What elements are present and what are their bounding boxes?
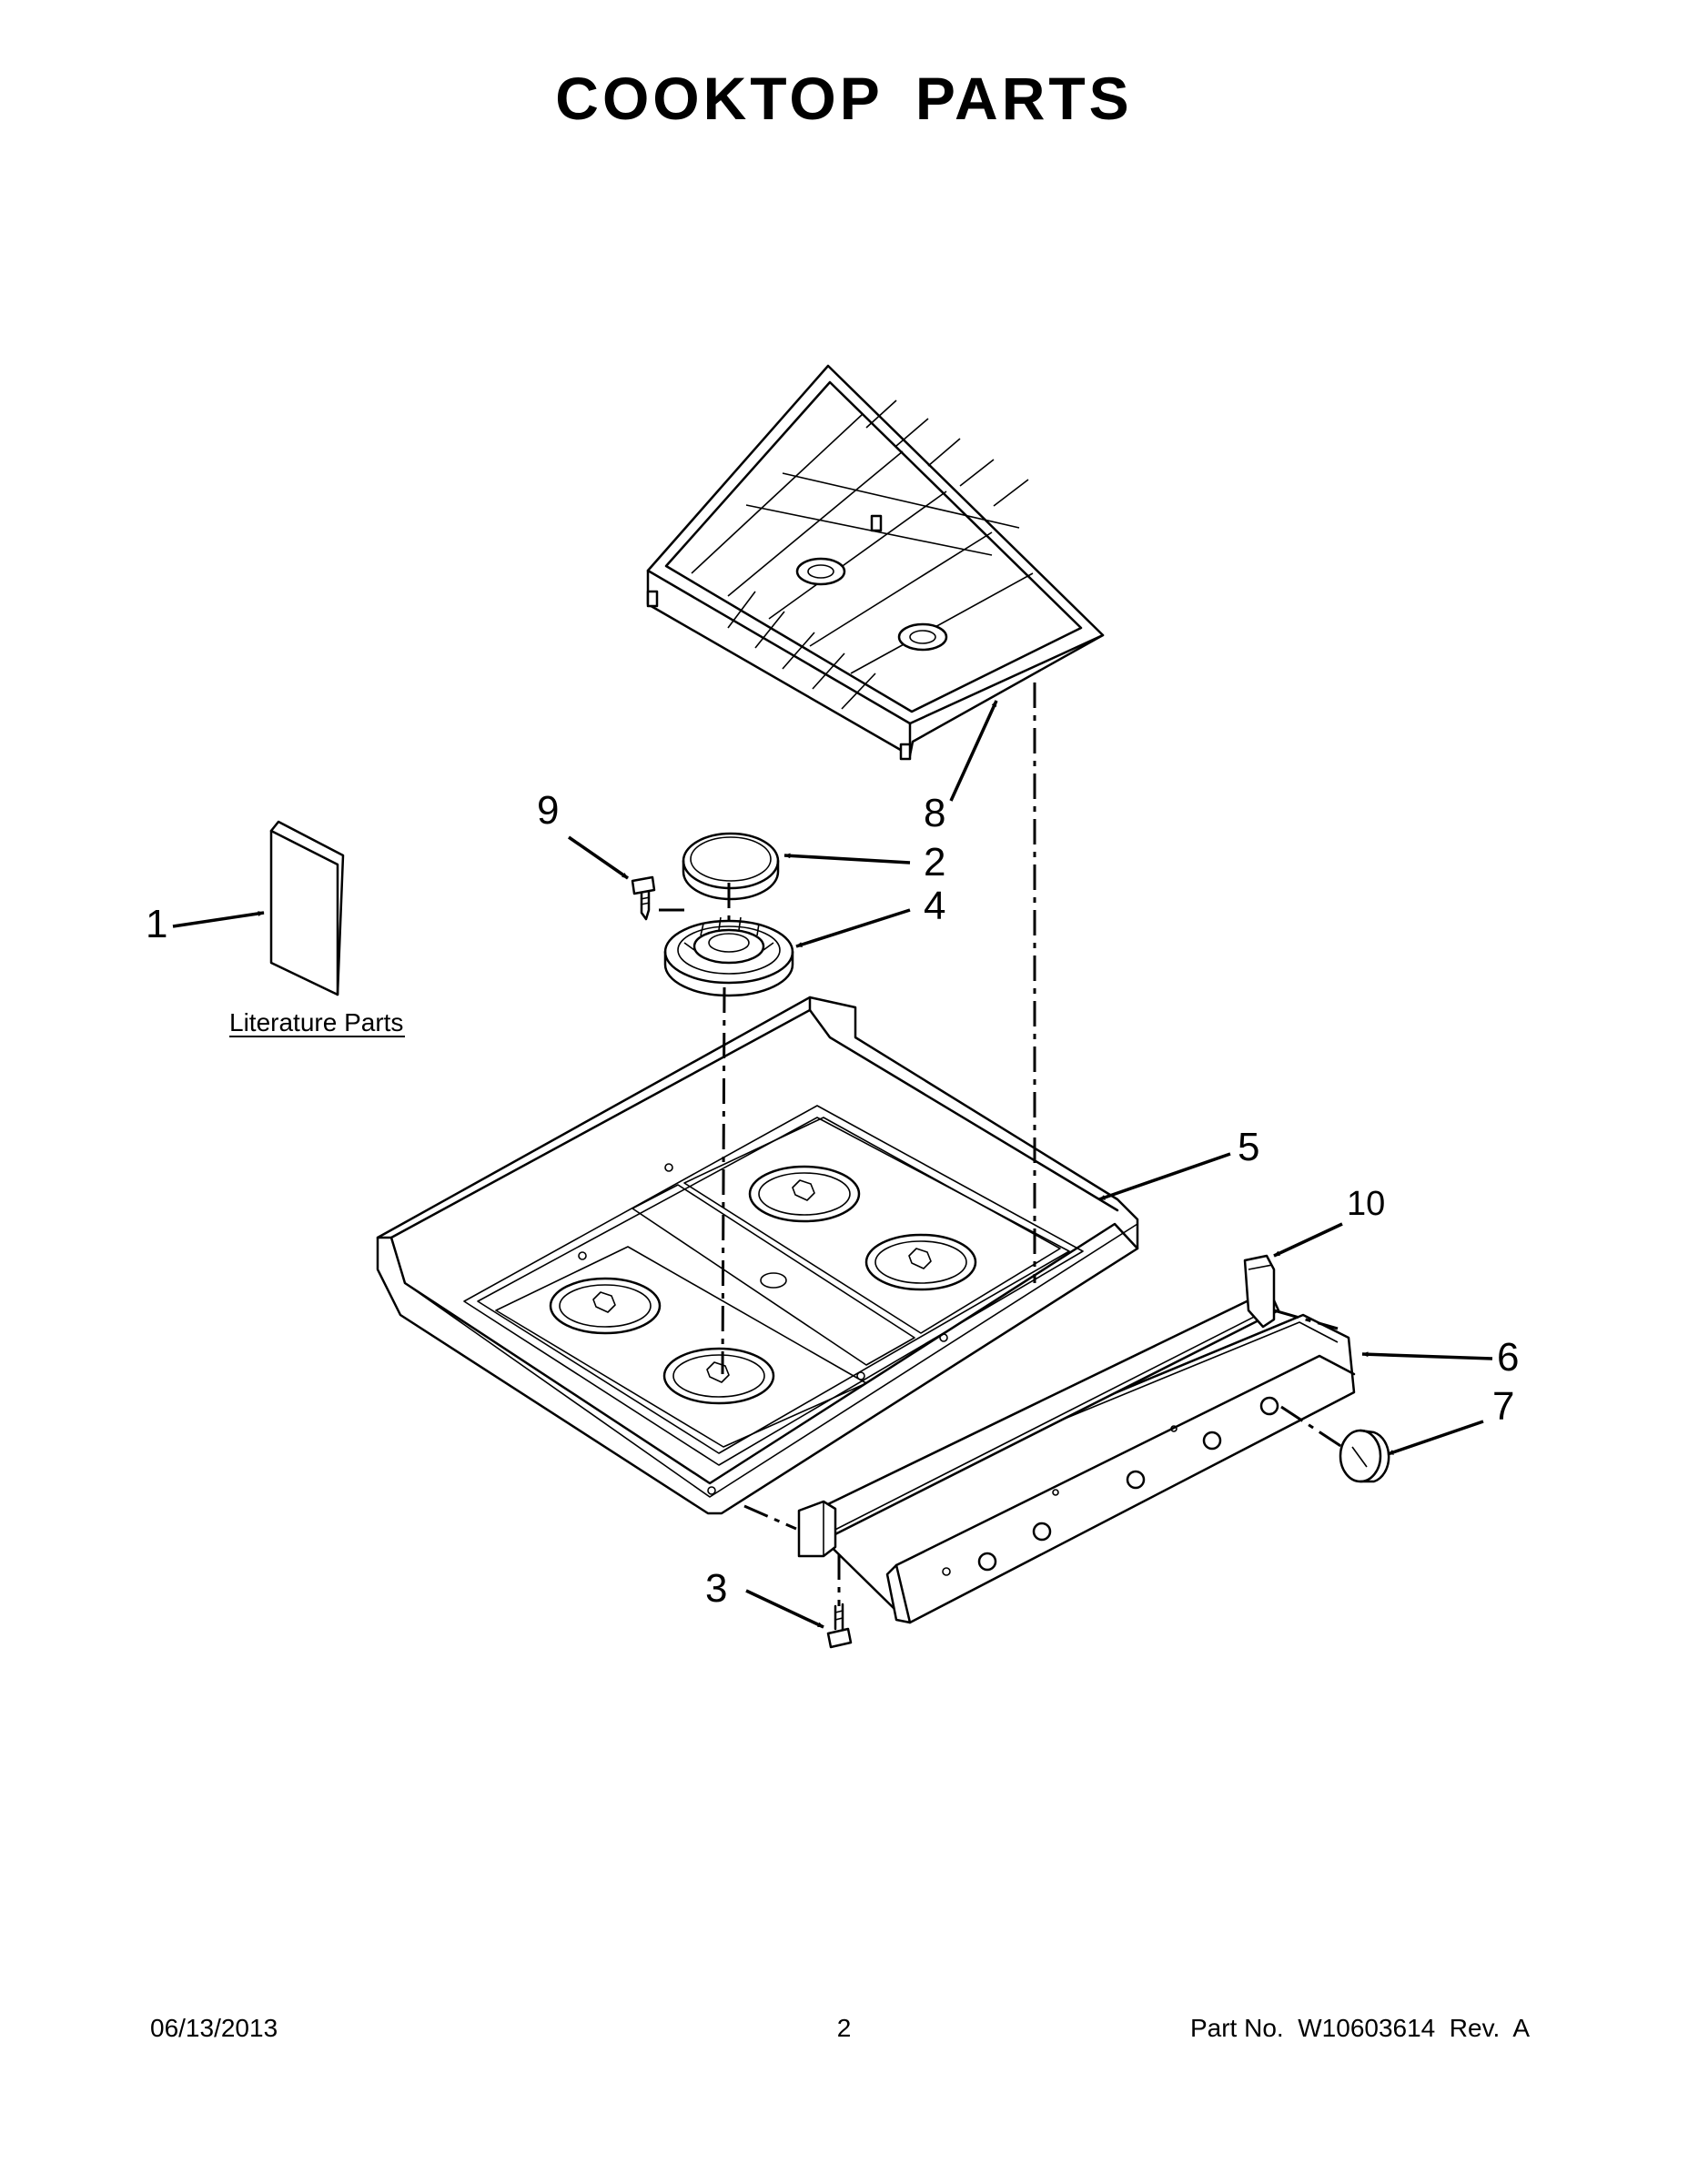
- page-title: COOKTOP PARTS: [555, 65, 1133, 132]
- cooktop: [376, 996, 1139, 1515]
- footer-part-number: Part No. W10603614 Rev. A: [1189, 2014, 1530, 2042]
- callout-7: 7: [1492, 1384, 1514, 1429]
- callout-3: 3: [705, 1566, 727, 1611]
- manifold-screw: [826, 1603, 853, 1649]
- callout-6: 6: [1497, 1335, 1519, 1380]
- callout-1: 1: [146, 902, 167, 946]
- control-knob: [1339, 1429, 1390, 1483]
- leader-arrows: [172, 700, 1493, 1629]
- literature-parts-label: Literature Parts: [229, 1008, 403, 1036]
- burner-screw: [631, 875, 656, 921]
- callout-2: 2: [924, 840, 945, 885]
- burner-cap: [682, 832, 780, 901]
- manifold-panel: [804, 1313, 1356, 1624]
- footer-date: 06/13/2013: [150, 2014, 278, 2042]
- callout-9: 9: [537, 788, 559, 833]
- grate: [646, 364, 1105, 761]
- callout-10: 10: [1347, 1185, 1385, 1223]
- literature-booklet: [269, 820, 345, 996]
- footer-page-number: 2: [836, 2014, 852, 2042]
- callout-4: 4: [924, 884, 945, 928]
- callout-8: 8: [924, 791, 945, 835]
- callout-5: 5: [1238, 1125, 1259, 1169]
- burner-base: [663, 916, 794, 997]
- mounting-bracket: [1243, 1254, 1276, 1329]
- assembly-lines: [659, 682, 1343, 1606]
